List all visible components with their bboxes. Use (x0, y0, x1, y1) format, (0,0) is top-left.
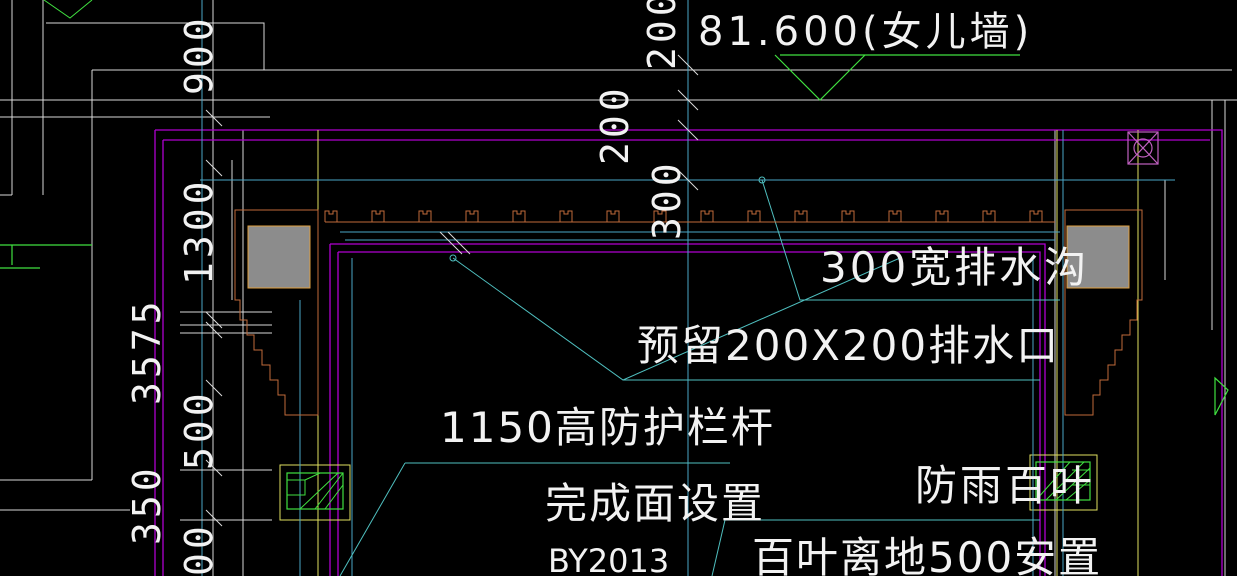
note-drain-outlet: 预留200X200排水口 (637, 321, 1060, 370)
note-railing-finish: 完成面设置 (545, 479, 765, 528)
leader-dot-2 (449, 254, 457, 262)
dim-300: 300 (645, 159, 689, 240)
purple-boundary (154, 129, 1223, 576)
elevation-marker (774, 54, 1020, 101)
dim-200: 200 (593, 84, 637, 165)
note-louver: 防雨百叶 (915, 461, 1095, 510)
parapet-crenellation (234, 209, 1143, 416)
column-right (1066, 225, 1130, 289)
column-left (247, 225, 311, 289)
dim-900: 900 (177, 14, 221, 95)
dimension-ticks (180, 54, 699, 527)
cross-box-symbol (1127, 131, 1159, 165)
leader-dot-1 (758, 176, 766, 184)
dim-00: 00 (177, 522, 221, 576)
dim-350: 350 (125, 464, 169, 545)
dim-2000: 2000 (640, 0, 684, 70)
parapet-teeth (324, 210, 1043, 222)
dim-500: 500 (177, 389, 221, 470)
note-louver-height: 百叶离地500安置 (752, 533, 1102, 576)
louver-right (1035, 461, 1091, 501)
note-drain-ditch: 300宽排水沟 (820, 243, 1089, 292)
elevation-label: 81.600(女儿墙) (698, 9, 1033, 55)
note-railing-height: 1150高防护栏杆 (440, 403, 775, 452)
dim-3575: 3575 (125, 297, 169, 405)
note-code: BY2013 (548, 542, 669, 576)
louver-left (286, 472, 344, 510)
green-lines (0, 244, 1229, 416)
dim-1300: 1300 (177, 177, 221, 285)
leader-lines (339, 179, 1060, 576)
